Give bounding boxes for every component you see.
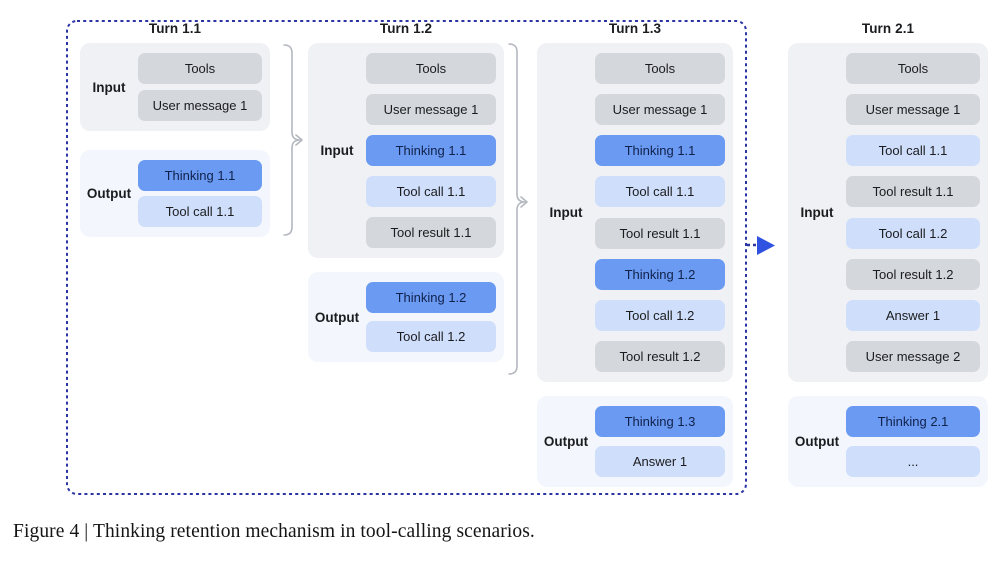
message-box: Tool result 1.1 [595, 217, 725, 249]
turn-title: Turn 1.1 [148, 21, 202, 36]
output-panel: Output Thinking 2.1... [788, 396, 988, 487]
output-label: Output [543, 434, 589, 449]
output-message-stack: Thinking 2.1... [846, 396, 988, 487]
message-box: Tool call 1.2 [595, 299, 725, 331]
message-box: Tool result 1.2 [595, 340, 725, 372]
message-box: User message 1 [846, 94, 980, 126]
message-box: Thinking 2.1 [846, 406, 980, 437]
brace-turn12-to-turn13-icon [508, 43, 526, 375]
message-box: Tool result 1.2 [846, 258, 980, 290]
message-box: ... [846, 446, 980, 477]
message-box: Tools [595, 53, 725, 84]
message-box: Thinking 1.1 [366, 135, 496, 166]
message-box: Tool call 1.1 [595, 176, 725, 208]
message-box: Tool result 1.1 [366, 217, 496, 248]
message-box: Thinking 1.1 [138, 160, 262, 191]
message-box: Tool call 1.2 [366, 321, 496, 352]
turn-title: Turn 2.1 [861, 21, 915, 36]
output-label: Output [794, 434, 840, 449]
figure-caption: Figure 4 | Thinking retention mechanism … [13, 521, 535, 542]
message-box: Tool call 1.2 [846, 217, 980, 249]
message-box: Thinking 1.1 [595, 135, 725, 167]
message-box: Thinking 1.3 [595, 406, 725, 437]
input-label: Input [92, 79, 126, 95]
message-box: Tools [366, 53, 496, 84]
retention-arrow-icon [757, 236, 775, 255]
message-box: User message 1 [595, 94, 725, 126]
turn-title: Turn 1.3 [608, 21, 662, 36]
output-label: Output [314, 309, 360, 325]
brace-turn11-to-turn12-icon [283, 44, 301, 236]
message-box: Thinking 1.2 [366, 282, 496, 313]
input-label: Input [800, 205, 834, 220]
message-box: Tool call 1.1 [846, 135, 980, 167]
message-box: Answer 1 [595, 446, 725, 477]
brace-arrowhead-2-icon [520, 196, 528, 208]
message-box: Thinking 1.2 [595, 258, 725, 290]
turn-title: Turn 1.2 [379, 21, 433, 36]
message-box: Tool call 1.1 [138, 196, 262, 227]
message-box: User message 1 [366, 94, 496, 125]
message-box: Tool call 1.1 [366, 176, 496, 207]
message-box: Tools [846, 53, 980, 84]
message-box: User message 1 [138, 90, 262, 121]
message-box: User message 2 [846, 340, 980, 372]
input-label: Input [320, 143, 354, 158]
brace-arrowhead-1-icon [295, 134, 303, 146]
message-box: Answer 1 [846, 299, 980, 331]
message-box: Tools [138, 53, 262, 84]
input-label: Input [549, 205, 583, 220]
message-box: Tool result 1.1 [846, 176, 980, 208]
output-label: Output [86, 186, 132, 201]
